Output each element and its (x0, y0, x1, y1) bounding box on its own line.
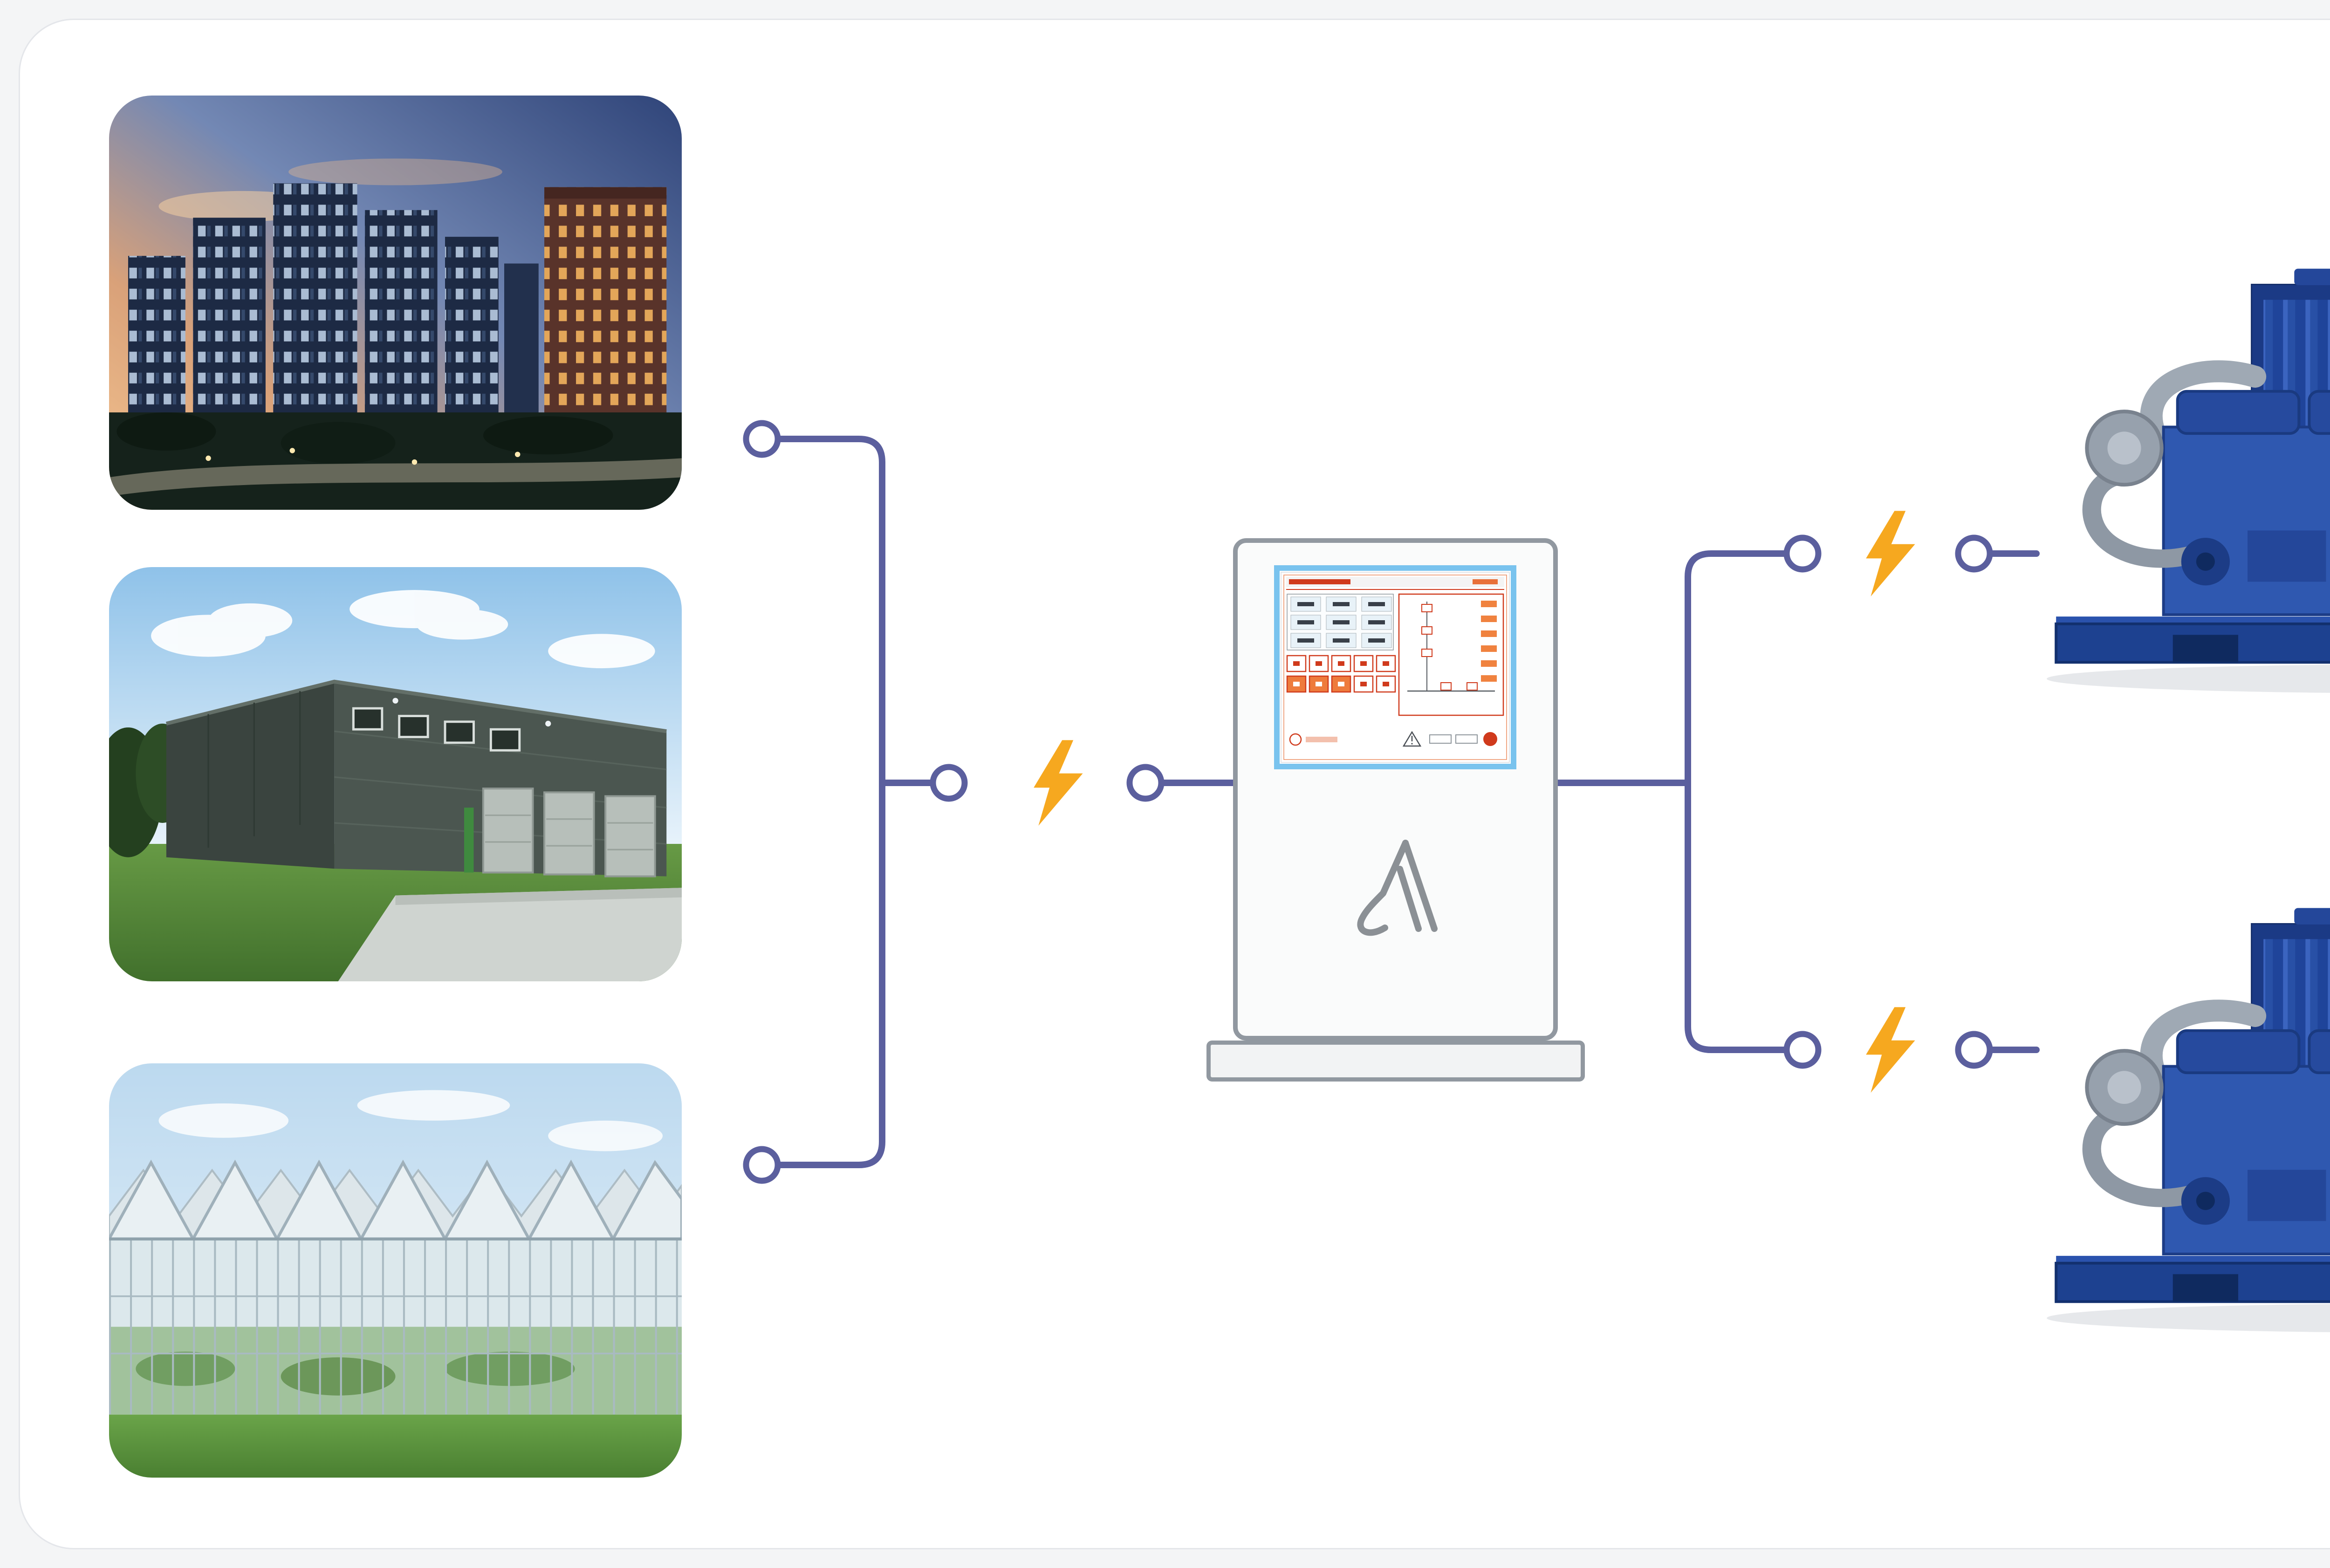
manufacturer-logo (1344, 804, 1446, 953)
genset-illustration (2014, 897, 2330, 1336)
containerized-diesel-generator-1 (2014, 258, 2330, 697)
residential-buildings-illustration (109, 96, 682, 510)
greenhouse-photo (109, 1063, 682, 1478)
ats-control-cabinet (1233, 538, 1558, 1041)
containerized-diesel-generator-2 (2014, 897, 2330, 1336)
residential-buildings-photo (109, 96, 682, 510)
industrial-building-photo (109, 567, 682, 981)
manufacturer-logo-mark (1357, 840, 1438, 936)
genset-illustration (2014, 258, 2330, 697)
controller-ui (1280, 571, 1511, 764)
industrial-building-illustration (109, 567, 682, 981)
greenhouse-illustration (109, 1063, 682, 1478)
cabinet-base (1206, 1041, 1585, 1082)
controller-screen (1274, 565, 1516, 769)
